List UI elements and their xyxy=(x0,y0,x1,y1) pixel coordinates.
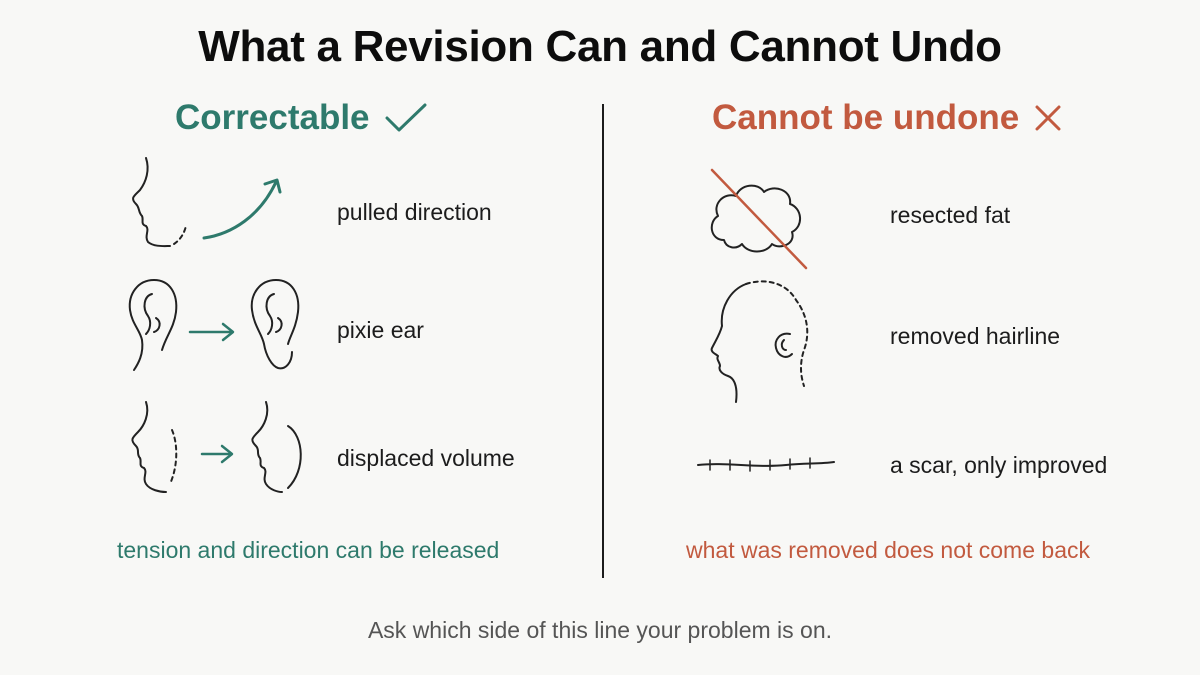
row-label-displaced-volume: displaced volume xyxy=(337,445,515,471)
face-volume-icon xyxy=(124,400,314,500)
correctable-summary: tension and direction can be released xyxy=(117,537,500,563)
scar-line-icon xyxy=(696,454,836,476)
face-profile-pull-icon xyxy=(122,150,292,260)
check-icon xyxy=(385,103,427,132)
row-label-scar: a scar, only improved xyxy=(890,452,1108,478)
ear-correction-icon xyxy=(126,278,306,374)
crossed-out-fat-icon xyxy=(706,164,816,274)
cannot-undo-summary: what was removed does not come back xyxy=(686,537,1090,563)
row-label-pulled-direction: pulled direction xyxy=(337,199,492,225)
cannot-undo-heading-label: Cannot be undone xyxy=(712,98,1020,137)
cannot-undo-heading: Cannot be undone xyxy=(712,98,1063,138)
row-label-resected-fat: resected fat xyxy=(890,202,1011,228)
center-divider xyxy=(602,104,604,578)
cross-icon xyxy=(1035,105,1061,131)
row-label-pixie-ear: pixie ear xyxy=(337,317,424,343)
footer-caption: Ask which side of this line your problem… xyxy=(367,617,833,643)
correctable-heading: Correctable xyxy=(175,98,428,138)
head-hairline-icon xyxy=(706,278,816,406)
row-label-removed-hairline: removed hairline xyxy=(890,323,1061,349)
page-title: What a Revision Can and Cannot Undo xyxy=(198,22,1002,71)
correctable-heading-label: Correctable xyxy=(175,98,370,137)
